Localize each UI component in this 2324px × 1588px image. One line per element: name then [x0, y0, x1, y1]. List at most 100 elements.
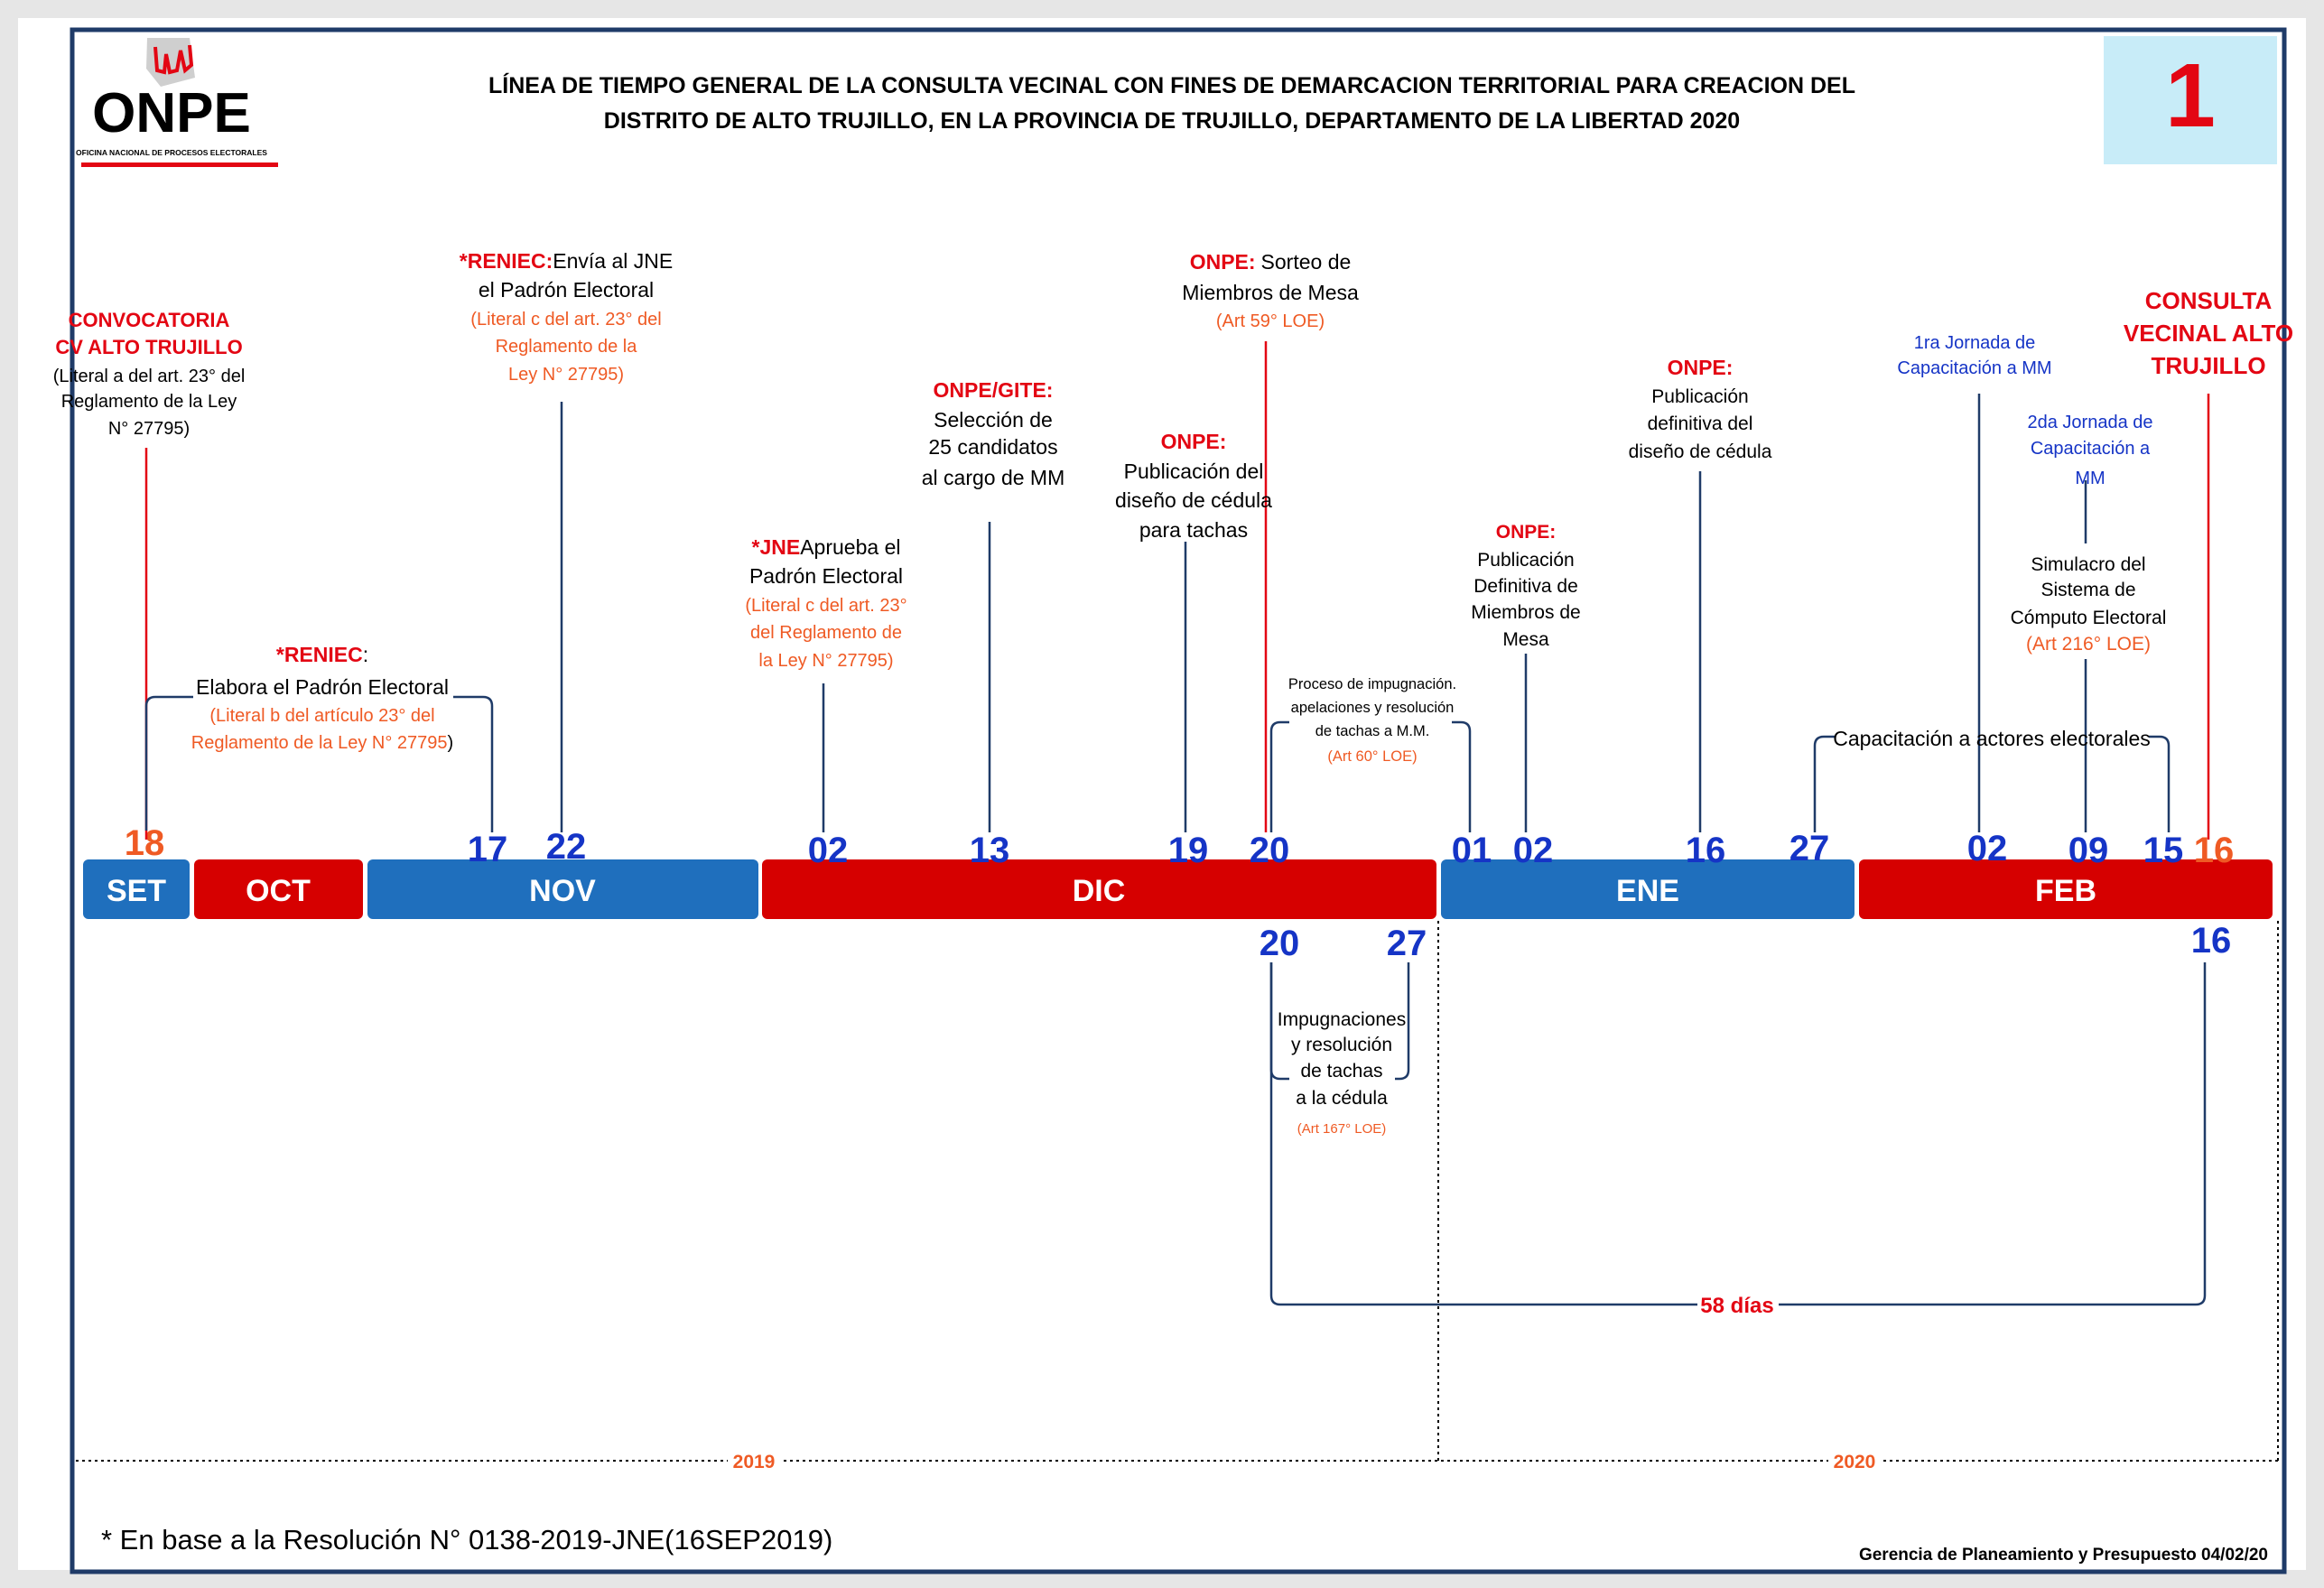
event-text: Miembros de	[1471, 602, 1580, 623]
event-reference: (Art 59° LOE)	[1216, 311, 1325, 331]
event-reference: (Art 216° LOE)	[2026, 634, 2151, 655]
event-text: Sistema de	[2040, 580, 2135, 600]
event-title: CONVOCATORIA	[69, 309, 230, 331]
event-org-line: *RENIEC:	[276, 643, 368, 666]
year-label-bg	[728, 1450, 780, 1472]
date-label: 02	[1967, 829, 2008, 868]
event-text: Publicación del	[1124, 460, 1264, 483]
dates-above: 18 17 22 02 13 19 20 01 02 16 27 02 09 1…	[125, 823, 2235, 870]
event-reniec-padron: *RENIEC: Elabora el Padrón Electoral (Li…	[191, 643, 453, 753]
event-text: diseño de cédula	[1115, 488, 1272, 512]
title-line-2: DISTRITO DE ALTO TRUJILLO, EN LA PROVINC…	[604, 108, 1740, 134]
date-label: 02	[808, 831, 849, 870]
date-label: 19	[1168, 831, 1209, 870]
date-label: 15	[2143, 831, 2184, 870]
event-org: *RENIEC	[276, 643, 363, 666]
month-label-set: SET	[107, 874, 166, 908]
span-label: 58 días	[1700, 1294, 1773, 1318]
year-label-2019: 2019	[733, 1452, 776, 1472]
event-text: apelaciones y resolución	[1291, 700, 1455, 716]
logo-text: ONPE	[92, 82, 251, 144]
event-org: *RENIEC:	[460, 249, 553, 273]
month-bars: SET OCT NOV DIC ENE FEB	[83, 859, 2273, 919]
month-bar-nov	[367, 859, 758, 919]
date-label: 16	[1686, 831, 1726, 870]
event-reference: (Literal c del art. 23°	[745, 596, 906, 616]
event-reference: (Literal b del artículo 23° del	[209, 706, 434, 726]
event-text: Proceso de impugnación.	[1288, 676, 1456, 692]
date-label: 27	[1789, 829, 1830, 868]
month-label-oct: OCT	[246, 874, 311, 908]
event-onpe-gite: ONPE/GITE: Selección de 25 candidatos al…	[922, 378, 1065, 489]
date-label: 20	[1260, 924, 1300, 963]
event-title: TRUJILLO	[2151, 352, 2265, 379]
event-org-line: *JNEAprueba el	[752, 535, 901, 559]
logo-subtext: OFICINA NACIONAL DE PROCESOS ELECTORALES	[76, 148, 267, 157]
event-org-line: ONPE:Sorteo de	[1190, 250, 1352, 274]
month-label-nov: NOV	[529, 874, 596, 908]
event-reference: Reglamento de la Ley N° 27795	[191, 733, 448, 753]
connectors	[144, 341, 2210, 1306]
event-consulta: CONSULTA VECINAL ALTO TRUJILLO	[2124, 287, 2293, 379]
event-onpe-definitiva-mm: ONPE: Publicación Definitiva de Miembros…	[1471, 522, 1580, 650]
date-label: 20	[1250, 831, 1290, 870]
event-title: VECINAL ALTO	[2124, 320, 2293, 347]
bracket-cedula-right	[1395, 962, 1410, 1081]
event-text: para tachas	[1139, 518, 1248, 542]
month-label-ene: ENE	[1616, 874, 1679, 908]
event-text: Capacitación a	[2031, 439, 2151, 459]
event-onpe-sorteo: ONPE:Sorteo de Miembros de Mesa (Art 59°…	[1182, 250, 1359, 331]
year-label-bg	[1828, 1450, 1881, 1472]
event-onpe-definitiva-cedula: ONPE: Publicación definitiva del diseño …	[1629, 356, 1772, 462]
date-label: 01	[1452, 831, 1492, 870]
event-jne-aprueba: *JNEAprueba el Padrón Electoral (Literal…	[745, 535, 906, 671]
month-bar-oct	[194, 859, 363, 919]
event-text: Impugnaciones	[1278, 1009, 1406, 1030]
event-reference: Ley N° 27795)	[508, 365, 624, 385]
event-onpe-cedula-tachas: ONPE: Publicación del diseño de cédula p…	[1115, 430, 1272, 542]
event-reference: (Literal c del art. 23° del	[470, 310, 661, 330]
event-reference: del Reglamento de	[750, 623, 902, 643]
event-impugnaciones-cedula: Impugnaciones y resolución de tachas a l…	[1278, 1009, 1406, 1137]
bracket-capacitacion-left	[1813, 735, 1835, 832]
event-reference: la Ley N° 27795)	[758, 651, 893, 671]
event-text: Aprueba el	[800, 535, 900, 559]
logo-underline	[81, 163, 278, 167]
event-reference: Reglamento de la Ley	[61, 392, 237, 412]
bracket-impugnacion-left	[1269, 720, 1289, 832]
event-reference: (Literal a del art. 23° del	[53, 367, 246, 386]
bracket-reniec-left	[144, 695, 193, 831]
event-text: de tachas	[1300, 1061, 1382, 1082]
dates-below: 20 27 16	[1260, 921, 2232, 963]
event-text: Cómputo Electoral	[2011, 608, 2167, 628]
event-jornada-1: 1ra Jornada de Capacitación a MM	[1897, 333, 2051, 378]
date-label: 27	[1387, 924, 1427, 963]
bracket-impugnacion-right	[1452, 720, 1472, 832]
event-text: de tachas a M.M.	[1315, 723, 1430, 739]
event-text: definitiva del	[1648, 413, 1753, 434]
month-bar-ene	[1441, 859, 1855, 919]
event-org-colon: :	[363, 643, 368, 666]
event-reference-line: Reglamento de la Ley N° 27795)	[191, 733, 453, 753]
event-text: 2da Jornada de	[2027, 413, 2152, 432]
event-convocatoria: CONVOCATORIA CV ALTO TRUJILLO (Literal a…	[53, 309, 246, 439]
bracket-reniec-right	[453, 695, 494, 832]
event-org-line: *RENIEC:Envía al JNE	[460, 249, 673, 273]
event-text: a la cédula	[1296, 1088, 1388, 1109]
event-text: Sorteo de	[1261, 250, 1352, 274]
page-frame	[70, 27, 2287, 1574]
month-bar-dic	[762, 859, 1436, 919]
span-bracket-right	[1779, 962, 2207, 1306]
event-title: CONSULTA	[2145, 287, 2273, 314]
event-text: el Padrón Electoral	[479, 278, 654, 302]
footer-credit: Gerencia de Planeamiento y Presupuesto 0…	[1859, 1546, 2268, 1565]
event-text: MM	[2075, 469, 2105, 488]
event-reference-close: )	[448, 733, 454, 753]
event-text: Definitiva de	[1473, 576, 1578, 597]
title-line-1: LÍNEA DE TIEMPO GENERAL DE LA CONSULTA V…	[488, 72, 1855, 98]
date-label: 16	[2194, 831, 2235, 870]
year-separator: 2019 2020	[76, 921, 2281, 1472]
event-text: Miembros de Mesa	[1182, 281, 1359, 304]
span-bracket-left	[1269, 962, 1697, 1306]
event-text: 25 candidatos	[928, 435, 1057, 459]
